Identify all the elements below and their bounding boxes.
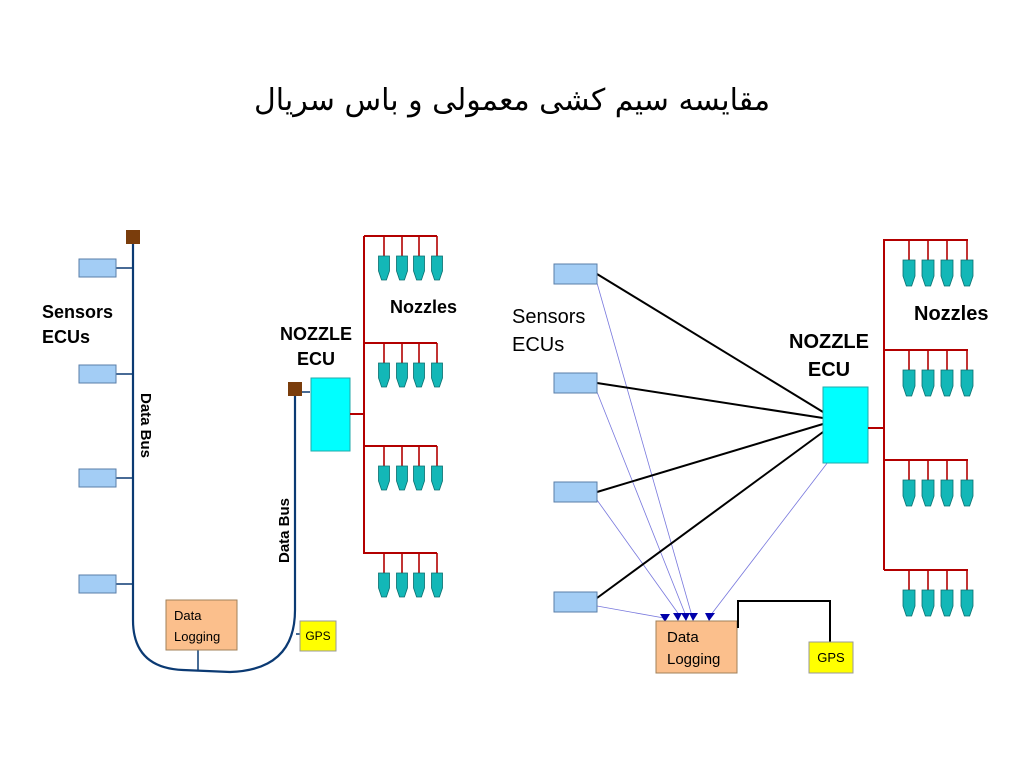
sensor-ecu-box [553,481,598,503]
nozzle [431,255,443,281]
nozzle [413,465,425,491]
sensors-label: Sensors [512,306,585,328]
nozzle-groups-left [364,235,443,598]
gps-box [808,641,854,674]
nozzle-ecu-label: NOZZLE [280,324,352,344]
ecus-label: ECUs [512,334,564,356]
nozzle-group [364,235,443,281]
nozzle-group [364,342,443,388]
sensor-ecu-box [553,372,598,394]
nozzle-ecu-label-2: ECU [808,359,850,381]
logging-links [596,282,829,619]
nozzle [378,465,390,491]
nozzle-group [884,459,974,507]
nozzle [378,362,390,388]
nozzle [431,572,443,598]
nozzle [960,259,974,287]
nozzle [940,479,954,507]
nozzle-group [364,552,443,598]
nozzle [960,369,974,397]
data-logging-box [165,599,238,651]
sensor-ecu-box [78,468,117,488]
nozzle [902,369,916,397]
nozzle [960,479,974,507]
nozzle [396,362,408,388]
nozzle [921,589,935,617]
data-bus-label-left: Data Bus [137,393,154,458]
nozzles-label: Nozzles [390,297,457,317]
nozzle [902,259,916,287]
gps-label: GPS [305,629,330,643]
data-logging-label: Data [174,608,202,623]
logging-arrowheads [660,613,715,622]
nozzle [378,255,390,281]
gps-wire [737,600,831,642]
data-bus-label-right: Data Bus [276,498,293,563]
nozzle [396,465,408,491]
nozzle [413,255,425,281]
nozzles-label: Nozzles [914,303,988,325]
data-logging-label: Data [667,629,699,646]
nozzle-group [364,445,443,491]
sensor-ecu-box [78,258,117,278]
bus-terminator-ecu [288,382,302,396]
nozzle [940,259,954,287]
slide-title: مقایسه سیم کشی معمولی و باس سریال [254,83,770,118]
nozzle [413,572,425,598]
nozzle [960,589,974,617]
gps-box [299,620,337,652]
nozzle-groups-right [884,239,974,617]
nozzle-group [884,239,974,287]
nozzle [921,479,935,507]
nozzle-ecu-box [822,386,869,464]
nozzle [431,362,443,388]
bus-terminator-top [126,230,140,244]
sensor-ecu-box [78,574,117,594]
nozzle-ecu-box [310,377,351,452]
nozzle-ecu-label: NOZZLE [789,331,869,353]
serial-bus-diagram: Sensors ECUs Data Bus Data Bus NOZZLE EC… [42,230,457,674]
nozzle [431,465,443,491]
nozzle [413,362,425,388]
sensors-label: Sensors [42,302,113,322]
data-logging-label-2: Logging [174,629,220,644]
nozzle [940,369,954,397]
nozzle-ecu-label-2: ECU [297,349,335,369]
data-bus-line [131,243,297,674]
nozzle [921,369,935,397]
nozzle [902,589,916,617]
sensor-ecu-box [553,591,598,613]
sensor-ecu-box [553,263,598,285]
nozzle [396,572,408,598]
point-to-point-wires [596,273,824,599]
nozzle [940,589,954,617]
nozzle-group [884,349,974,397]
data-logging-box [655,620,738,674]
nozzle-group [884,569,974,617]
ecus-label: ECUs [42,327,90,347]
gps-label: GPS [817,650,845,665]
nozzle [902,479,916,507]
nozzle [396,255,408,281]
nozzle [921,259,935,287]
nozzle [378,572,390,598]
data-logging-label-2: Logging [667,651,720,668]
sensor-ecu-box [78,364,117,384]
conventional-wiring-diagram: Sensors ECUs NOZZLE ECU Nozzles Data Log… [512,239,988,674]
